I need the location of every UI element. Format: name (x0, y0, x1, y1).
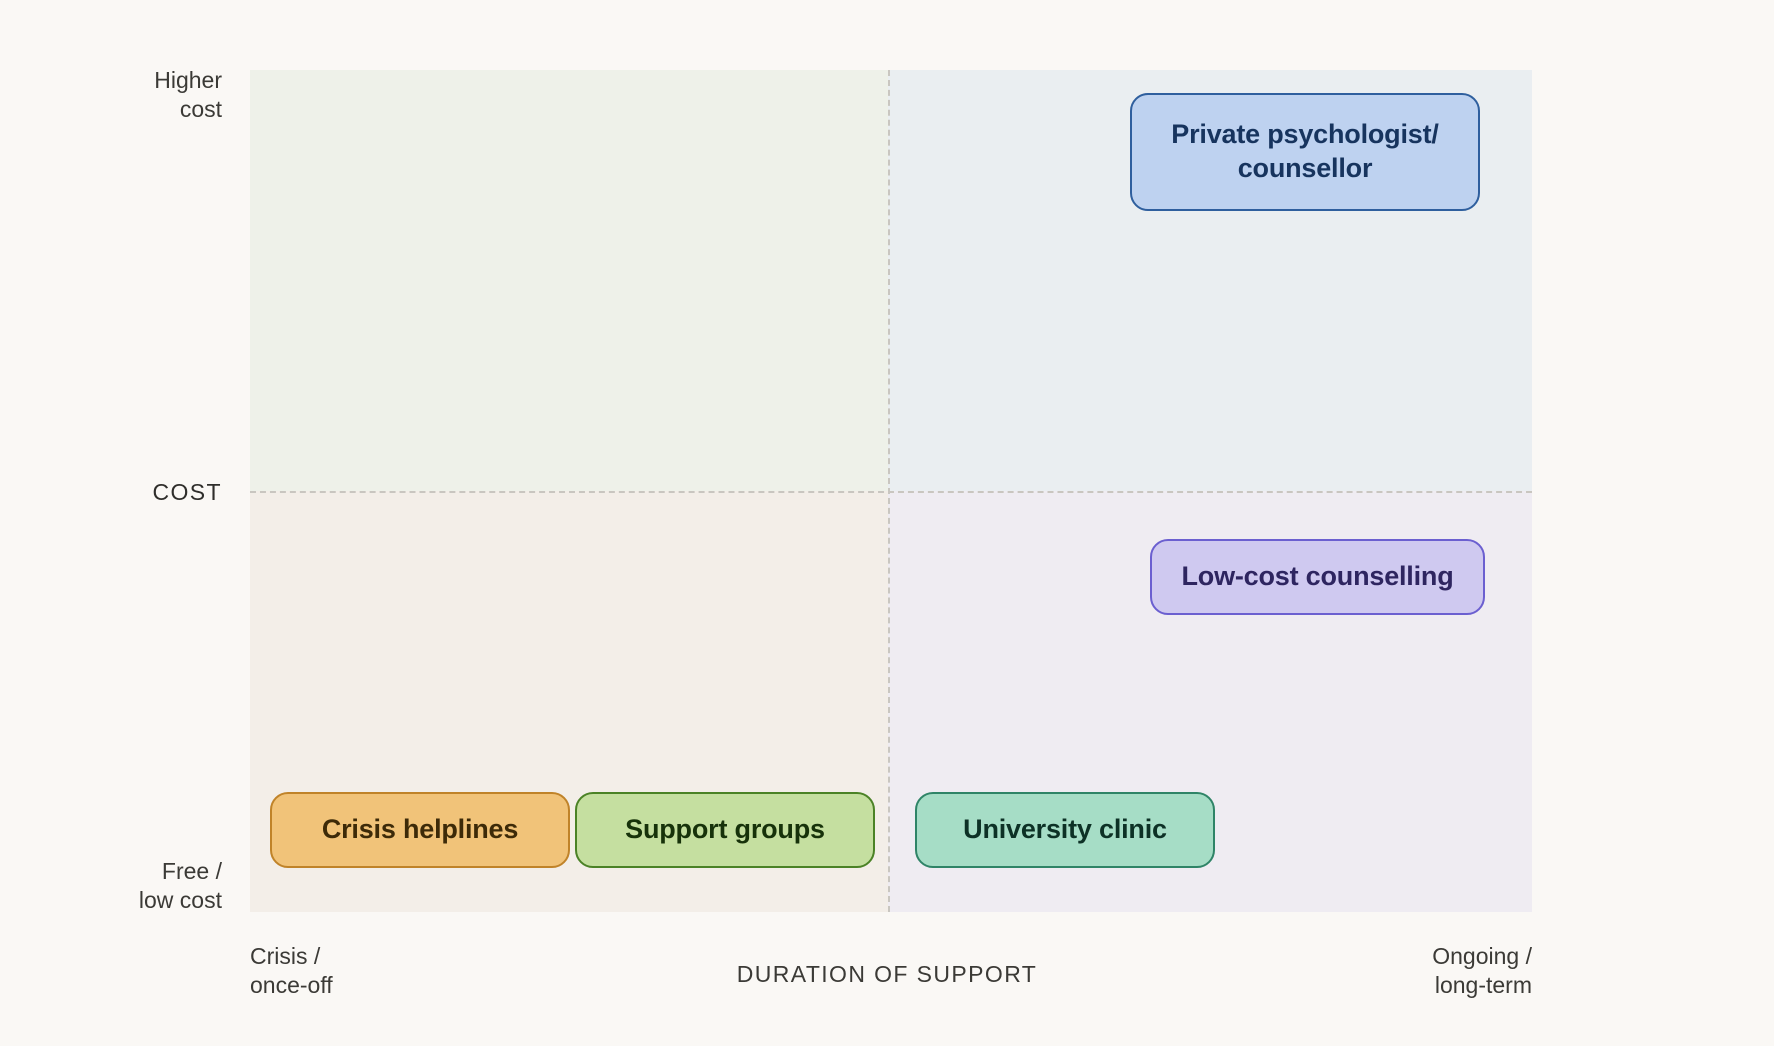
x-axis-high-label: Ongoing / long-term (1432, 943, 1532, 999)
item-low-cost-counselling[interactable]: Low-cost counselling (1150, 539, 1485, 615)
y-axis-title: COST (152, 479, 222, 505)
item-private-psychologist[interactable]: Private psychologist/ counsellor (1130, 93, 1480, 211)
y-axis-low-label: Free / low cost (138, 858, 222, 914)
y-axis-high-label: Higher cost (154, 67, 222, 123)
quadrant-top-left (250, 70, 891, 491)
plot-area: Private psychologist/ counsellor Low-cos… (250, 70, 1532, 912)
x-axis-low-label: Crisis / once-off (250, 943, 333, 999)
vertical-axis-divider (888, 70, 891, 912)
item-university-clinic[interactable]: University clinic (915, 792, 1215, 868)
x-axis-title: DURATION OF SUPPORT (736, 961, 1038, 987)
item-support-groups[interactable]: Support groups (575, 792, 875, 868)
horizontal-axis-divider (250, 491, 1532, 493)
item-crisis-helplines[interactable]: Crisis helplines (270, 792, 570, 868)
